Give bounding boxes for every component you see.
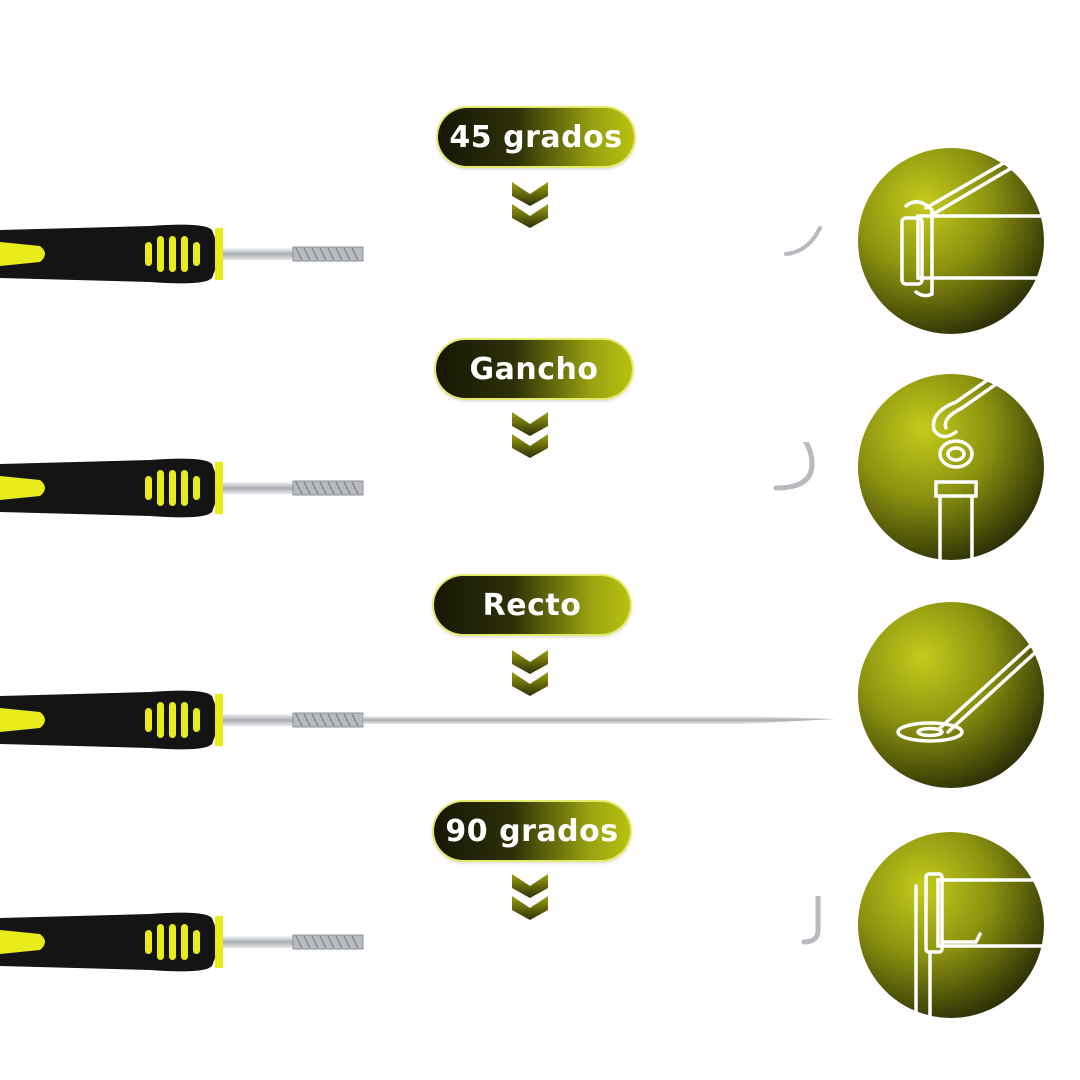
angled-45-tip-icon	[784, 226, 822, 256]
angled-90-tip-icon	[801, 896, 821, 945]
hook-tip-icon	[773, 442, 815, 491]
tool-label-45: 45 grados	[438, 108, 634, 166]
pick-tool-45	[0, 224, 822, 284]
o-ring-hook-illustration-icon	[858, 372, 1044, 562]
tool-row-90: 90 grados	[0, 800, 1080, 1060]
tube-seal-illustration-icon	[858, 832, 1046, 1020]
washer-pick-illustration-icon	[858, 602, 1044, 788]
tool-label-90: 90 grados	[434, 802, 630, 860]
tool-row-hook: Gancho	[0, 336, 1080, 596]
pipe-clamp-illustration-icon	[858, 148, 1046, 334]
straight-tip-icon	[363, 716, 836, 724]
tool-row-45: 45 grados	[0, 104, 1080, 364]
pick-tool-straight	[0, 690, 836, 750]
pick-tool-hook	[0, 442, 815, 518]
tool-label-hook: Gancho	[436, 340, 632, 398]
pick-tool-90	[0, 896, 821, 972]
tool-row-straight: Recto	[0, 572, 1080, 832]
tool-label-straight: Recto	[434, 576, 630, 634]
